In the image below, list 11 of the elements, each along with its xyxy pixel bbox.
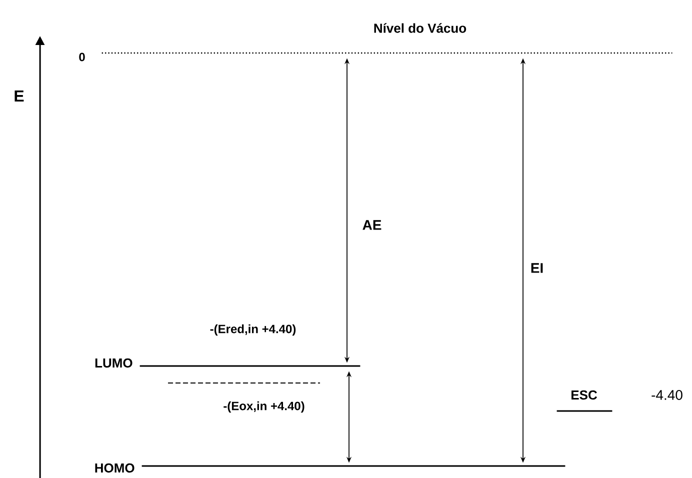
level-label: -4.40 bbox=[652, 390, 682, 400]
energy-level-line: HOMO bbox=[95, 463, 566, 473]
energy-level-line: ESC bbox=[556, 390, 612, 412]
level-label: -(Ered,in +4.40) bbox=[210, 324, 296, 336]
energy-level-line: LUMO bbox=[95, 358, 360, 368]
axis-label: E bbox=[14, 90, 24, 102]
level-label: 0 bbox=[79, 52, 85, 62]
energy-level-line: Nível do Vácuo bbox=[102, 23, 672, 54]
level-label: -(Eox,in +4.40) bbox=[224, 401, 304, 413]
edge-label: AE bbox=[361, 219, 383, 231]
edge-label: EI bbox=[529, 262, 545, 274]
